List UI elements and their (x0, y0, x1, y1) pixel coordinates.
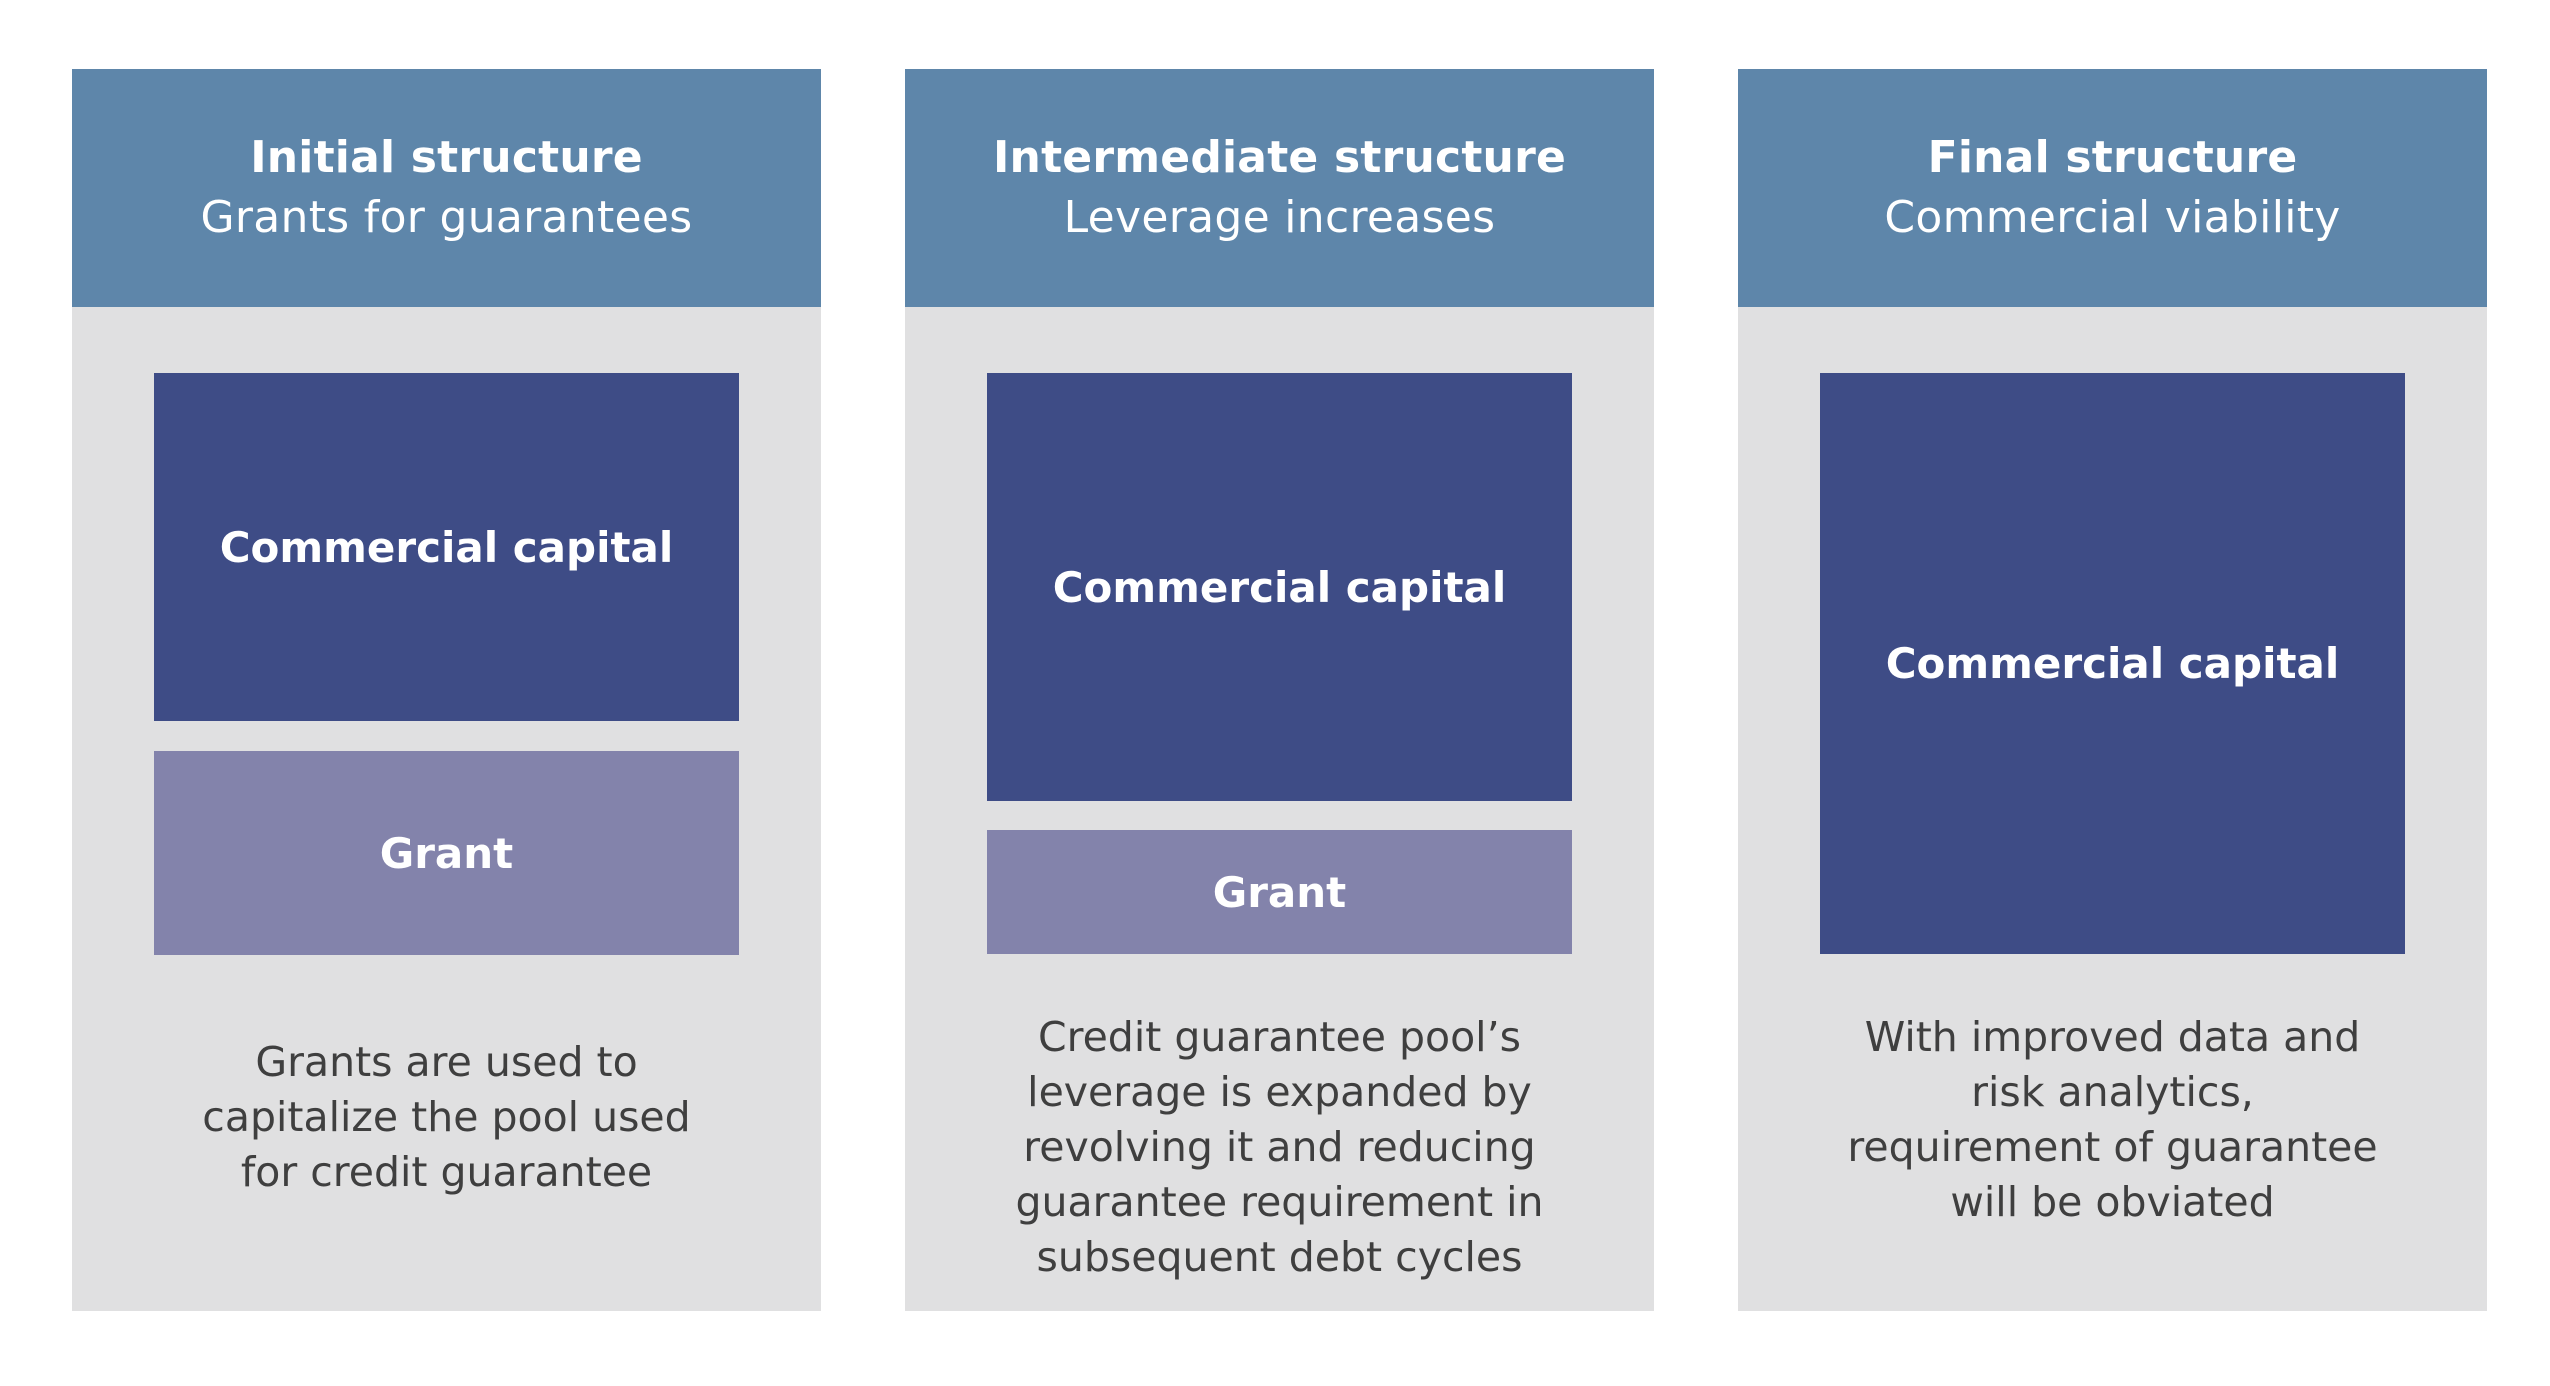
grant-block: Grant (154, 751, 739, 955)
panel-title: Intermediate structure (992, 132, 1567, 183)
panel-intermediate-structure: Intermediate structure Leverage increase… (905, 69, 1654, 1311)
panel-title: Initial structure (250, 132, 643, 183)
panel-description: With improved data and risk analytics, r… (1847, 1013, 2378, 1226)
panel-initial-structure: Initial structure Grants for guarantees … (72, 69, 821, 1311)
panel-description: Credit guarantee pool’s leverage is expa… (1015, 1013, 1544, 1281)
panel-header: Intermediate structure Leverage increase… (905, 69, 1654, 307)
panel-description: Grants are used to capitalize the pool u… (202, 1038, 691, 1196)
panel-subtitle: Grants for guarantees (200, 192, 693, 243)
commercial-capital-block: Commercial capital (987, 373, 1572, 801)
commercial-capital-block: Commercial capital (1820, 373, 2405, 954)
panel-title: Final structure (1927, 132, 2298, 183)
panel-subtitle: Commercial viability (1884, 192, 2341, 243)
grant-block: Grant (987, 830, 1572, 954)
panel-header: Initial structure Grants for guarantees (72, 69, 821, 307)
panel-final-structure: Final structure Commercial viability Com… (1738, 69, 2487, 1311)
panel-subtitle: Leverage increases (1063, 192, 1496, 243)
panel-header: Final structure Commercial viability (1738, 69, 2487, 307)
commercial-capital-block: Commercial capital (154, 373, 739, 721)
